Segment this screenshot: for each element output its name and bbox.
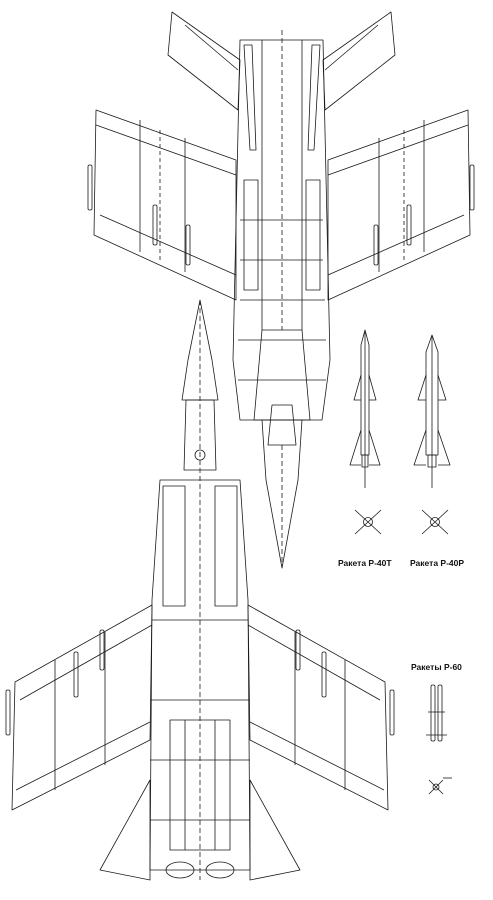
right-wing <box>327 109 471 301</box>
missile-p40t-front-view <box>354 509 382 535</box>
aircraft-top-view <box>87 11 475 569</box>
bottom-right-wing <box>247 604 389 811</box>
missiles-p60-drawing <box>426 684 452 795</box>
label-missiles-p60: Ракеты Р-60 <box>411 662 462 672</box>
bottom-left-wing <box>11 604 153 811</box>
left-wing <box>93 109 237 301</box>
missile-p40t-drawing <box>349 329 382 535</box>
aircraft-bottom-view <box>5 299 395 881</box>
top-fuselage <box>232 39 331 421</box>
left-stabilizer <box>167 11 241 111</box>
label-missile-p40t: Ракета Р-40Т <box>338 558 392 568</box>
right-stabilizer <box>322 11 396 111</box>
top-nose-cone <box>261 419 303 569</box>
missile-p40r-front-view <box>421 509 449 535</box>
label-missile-p40r: Ракета Р-40Р <box>410 558 465 568</box>
bottom-fuselage <box>149 479 251 871</box>
missile-p40r-drawing <box>413 334 451 535</box>
top-canopy <box>267 404 297 446</box>
missiles-p60-front-view <box>428 777 452 795</box>
